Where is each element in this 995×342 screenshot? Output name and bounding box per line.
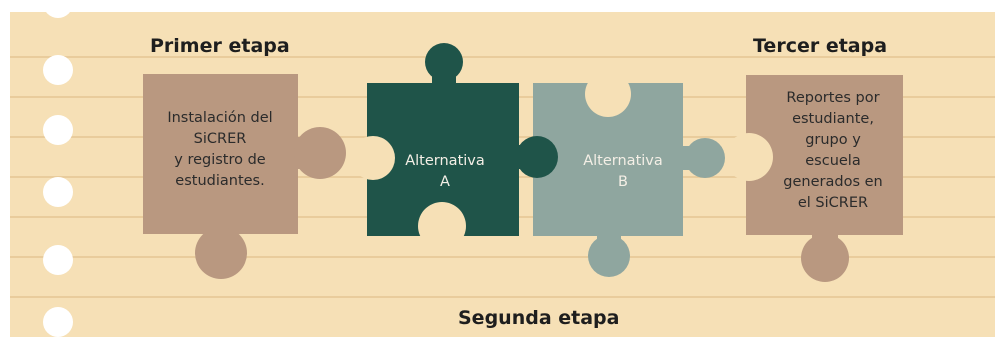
first-stage-line: y registro de	[174, 152, 266, 168]
first-stage-line: Instalación del	[167, 110, 273, 126]
alternative-a-label: Alternativa A	[393, 151, 497, 193]
hole	[43, 55, 73, 85]
hole	[43, 245, 73, 275]
hole	[43, 307, 73, 337]
alternative-b-label: Alternativa B	[569, 151, 677, 193]
third-stage-line: escuela	[805, 153, 861, 169]
puzzle-piece-first-stage	[143, 74, 346, 279]
third-stage-line: Reportes por	[786, 90, 880, 106]
binder-holes	[43, 0, 73, 337]
third-stage-description: Reportes por estudiante, grupo y escuela…	[766, 88, 900, 214]
alternative-b-line: Alternativa	[583, 153, 663, 169]
third-stage-line: generados en	[783, 174, 883, 190]
hole	[43, 177, 73, 207]
third-stage-title: Tercer etapa	[753, 35, 888, 57]
third-stage-line: estudiante,	[792, 111, 874, 127]
puzzle-piece-alternative-a	[351, 43, 558, 250]
hole	[43, 115, 73, 145]
alternative-a-line: A	[440, 174, 450, 190]
first-stage-description: Instalación del SiCRER y registro de est…	[148, 108, 292, 192]
alternative-b-line: B	[618, 174, 628, 190]
first-stage-title: Primer etapa	[150, 35, 290, 57]
first-stage-line: estudiantes.	[175, 173, 265, 189]
first-stage-line: SiCRER	[193, 131, 247, 147]
third-stage-line: el SiCRER	[797, 195, 869, 211]
second-stage-title: Segunda etapa	[458, 307, 620, 329]
alternative-a-line: Alternativa	[405, 153, 485, 169]
puzzle-piece-third-stage	[725, 75, 903, 282]
hole	[43, 0, 73, 18]
puzzle-piece-alternative-b	[533, 71, 725, 277]
third-stage-line: grupo y	[805, 132, 861, 148]
